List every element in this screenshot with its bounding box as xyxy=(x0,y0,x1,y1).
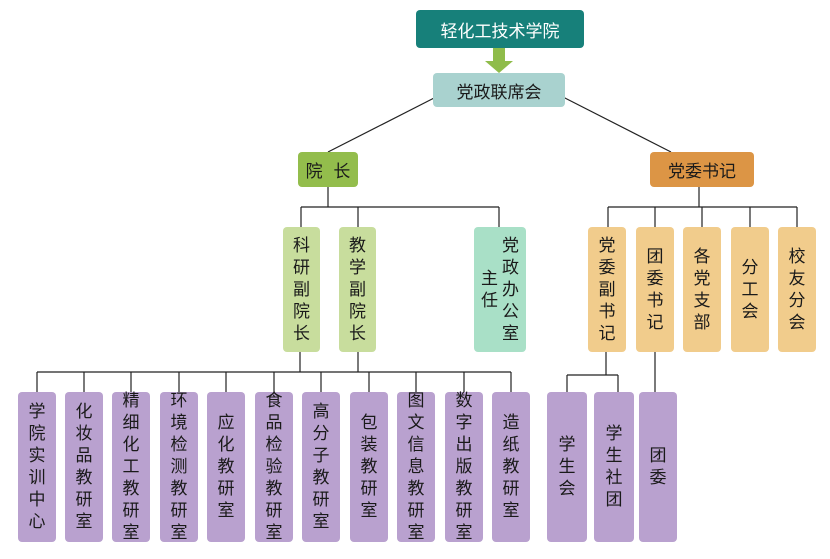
root-node: 轻化工技术学院 xyxy=(416,10,584,48)
party-unit: 团委书记 xyxy=(636,227,674,352)
office-director: 主任 xyxy=(481,268,498,311)
party-unit: 分工会 xyxy=(731,227,769,352)
student-unit: 学生社团 xyxy=(594,392,634,542)
party-unit: 校友分会 xyxy=(778,227,816,352)
vice-research-node: 科研副院长 xyxy=(283,227,320,352)
party-unit: 党委副书记 xyxy=(588,227,626,352)
teaching-unit: 食品检验教研室 xyxy=(255,391,293,543)
dean-node: 院 长 xyxy=(298,152,358,187)
office-name: 党政办公室 xyxy=(502,235,519,344)
teaching-unit: 造纸教研室 xyxy=(492,392,530,542)
teaching-unit: 图文信息教研室 xyxy=(397,391,435,543)
party-unit: 各党支部 xyxy=(683,227,721,352)
teaching-unit: 应化教研室 xyxy=(207,392,245,542)
teaching-unit: 精细化工教研室 xyxy=(112,391,150,543)
party-secretary-node: 党委书记 xyxy=(650,152,754,187)
teaching-unit: 环境检测教研室 xyxy=(160,391,198,543)
league-node: 团委 xyxy=(639,392,677,542)
teaching-unit: 化妆品教研室 xyxy=(65,392,103,542)
office-node: 党政办公室 主任 xyxy=(474,227,526,352)
teaching-unit: 数字出版教研室 xyxy=(445,391,483,543)
vice-teaching-node: 教学副院长 xyxy=(339,227,376,352)
teaching-unit: 高分子教研室 xyxy=(302,392,340,542)
arrow-down-icon xyxy=(485,48,513,73)
teaching-unit: 学院实训中心 xyxy=(18,392,56,542)
student-unit: 学生会 xyxy=(547,392,587,542)
teaching-unit: 包装教研室 xyxy=(350,392,388,542)
council-node: 党政联席会 xyxy=(433,73,565,107)
